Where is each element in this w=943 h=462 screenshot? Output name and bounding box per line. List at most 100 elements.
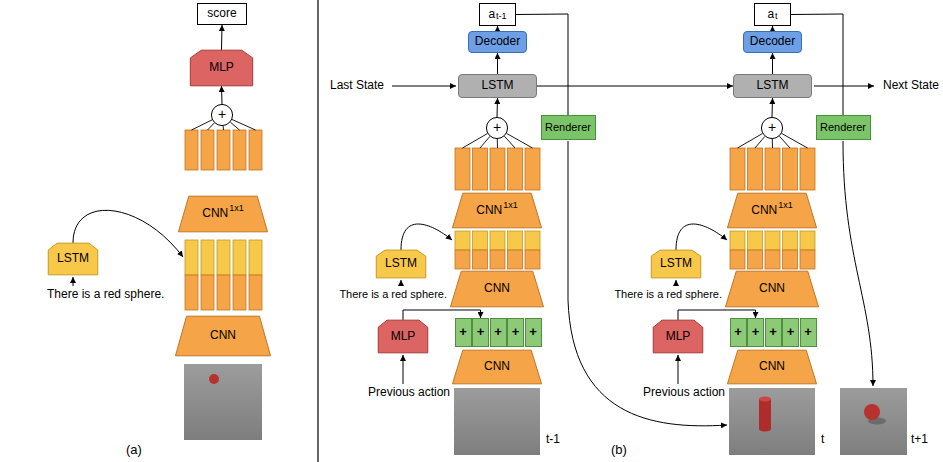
connector-arrow bbox=[791, 14, 843, 115]
time-label: t-1 bbox=[546, 433, 560, 447]
text-feature-bar bbox=[730, 231, 745, 250]
feature-cell: + bbox=[800, 318, 817, 347]
image-feature-bar bbox=[455, 250, 470, 269]
text-feature-bar bbox=[249, 240, 262, 275]
text-arrow bbox=[676, 280, 677, 286]
node-label: MLP bbox=[391, 330, 416, 343]
cylinder-top bbox=[759, 397, 771, 402]
node-label: a bbox=[488, 8, 495, 21]
node-label: MLP bbox=[666, 330, 691, 343]
text-feature-bar bbox=[185, 240, 198, 275]
node-label: + bbox=[218, 107, 226, 122]
renderer-block: Renderer bbox=[541, 115, 596, 140]
node-label: + bbox=[477, 325, 485, 339]
connector-arrow bbox=[497, 98, 499, 117]
node-label: LSTM bbox=[385, 257, 417, 270]
state-label: Last State bbox=[330, 79, 384, 93]
image-feature-bar bbox=[800, 250, 815, 269]
node-label: + bbox=[512, 325, 520, 339]
sum-line bbox=[755, 136, 765, 148]
text-feature-bar bbox=[783, 231, 798, 250]
input-sentence: There is a red sphere. bbox=[339, 288, 447, 301]
feature-bar bbox=[455, 148, 470, 190]
sum-line bbox=[230, 122, 239, 130]
sum-circle-shape bbox=[486, 117, 507, 138]
mlp-block-shape bbox=[653, 320, 703, 353]
sum-circle: + bbox=[486, 117, 508, 139]
mlp-block-shape bbox=[190, 50, 252, 86]
image-feature-bar bbox=[233, 275, 246, 310]
cnn-block-shape bbox=[452, 350, 541, 384]
lstm-block: LSTM bbox=[48, 243, 98, 275]
lstm-state-block: LSTM bbox=[458, 74, 537, 98]
text-feature-bar bbox=[800, 231, 815, 250]
image-feature-bar bbox=[217, 275, 230, 310]
sum-line bbox=[507, 133, 533, 148]
time-label: t+1 bbox=[911, 433, 928, 447]
node-label: a bbox=[767, 8, 774, 21]
cnn-block-shape bbox=[452, 193, 541, 228]
node-label: + bbox=[804, 325, 812, 339]
feature-cell: + bbox=[507, 318, 524, 347]
action-box: at-1 bbox=[479, 3, 516, 26]
node-label: + bbox=[529, 325, 537, 339]
connector-arrow bbox=[537, 86, 733, 87]
lstm-block: LSTM bbox=[651, 250, 701, 278]
feature-bar bbox=[525, 148, 540, 190]
node-label: CNN bbox=[476, 204, 502, 217]
feature-bar bbox=[783, 148, 798, 190]
text-arrow bbox=[401, 280, 402, 286]
sum-line bbox=[779, 136, 790, 148]
node-label: + bbox=[459, 325, 467, 339]
lstm-block-shape bbox=[651, 250, 701, 278]
image-feature-bar bbox=[525, 250, 540, 269]
node-label: LSTM bbox=[756, 79, 788, 92]
superscript-text: 1x1 bbox=[778, 201, 793, 211]
node-label: CNN bbox=[759, 282, 785, 295]
feature-cell: + bbox=[782, 318, 799, 347]
superscript-text: 1x1 bbox=[229, 204, 244, 214]
red-sphere bbox=[864, 404, 880, 420]
sum-line bbox=[463, 134, 488, 148]
action-label: Previous action bbox=[368, 386, 450, 400]
lstm-feature-arrow bbox=[401, 224, 452, 250]
node-label: CNN bbox=[202, 207, 228, 220]
state-arrow bbox=[814, 86, 874, 87]
scene-image bbox=[729, 388, 815, 455]
scene-image bbox=[184, 364, 262, 440]
feature-cell: + bbox=[472, 318, 489, 347]
renderer-block: Renderer bbox=[816, 115, 871, 140]
sum-circle-shape bbox=[761, 117, 782, 138]
mlp-block: MLP bbox=[190, 50, 253, 86]
panel-divider bbox=[317, 0, 318, 462]
cnn-block: CNN bbox=[725, 271, 819, 307]
mlp-block: MLP bbox=[378, 320, 428, 353]
node-label: CNN bbox=[484, 360, 510, 373]
subscript-text: t bbox=[775, 12, 778, 22]
image-feature-bar bbox=[473, 250, 488, 269]
lstm-feature-arrow bbox=[676, 224, 727, 250]
state-label: Next State bbox=[883, 79, 939, 93]
cnn-block: CNN bbox=[450, 271, 544, 307]
red-sphere bbox=[209, 374, 219, 384]
cnn-block: CNN bbox=[452, 350, 542, 384]
feature-bar bbox=[201, 130, 214, 170]
sum-line bbox=[497, 139, 498, 148]
sum-line bbox=[208, 123, 215, 130]
node-label: score bbox=[207, 7, 236, 20]
cnn-block-shape bbox=[727, 193, 816, 228]
connector-arrow bbox=[497, 53, 498, 74]
input-sentence: There is a red sphere. bbox=[614, 288, 722, 301]
feature-bar bbox=[249, 130, 262, 170]
feature-bar bbox=[473, 148, 488, 190]
superscript-text: 1x1 bbox=[503, 201, 518, 211]
text-arrow bbox=[73, 277, 74, 286]
sum-line bbox=[504, 136, 515, 148]
feature-bar bbox=[508, 148, 523, 190]
cnn-block-shape bbox=[178, 196, 267, 232]
feature-cell: + bbox=[730, 318, 747, 347]
feature-cell: + bbox=[490, 318, 507, 347]
text-feature-bar bbox=[525, 231, 540, 250]
mlp-block: MLP bbox=[653, 320, 703, 353]
connector-arrow bbox=[221, 86, 223, 104]
